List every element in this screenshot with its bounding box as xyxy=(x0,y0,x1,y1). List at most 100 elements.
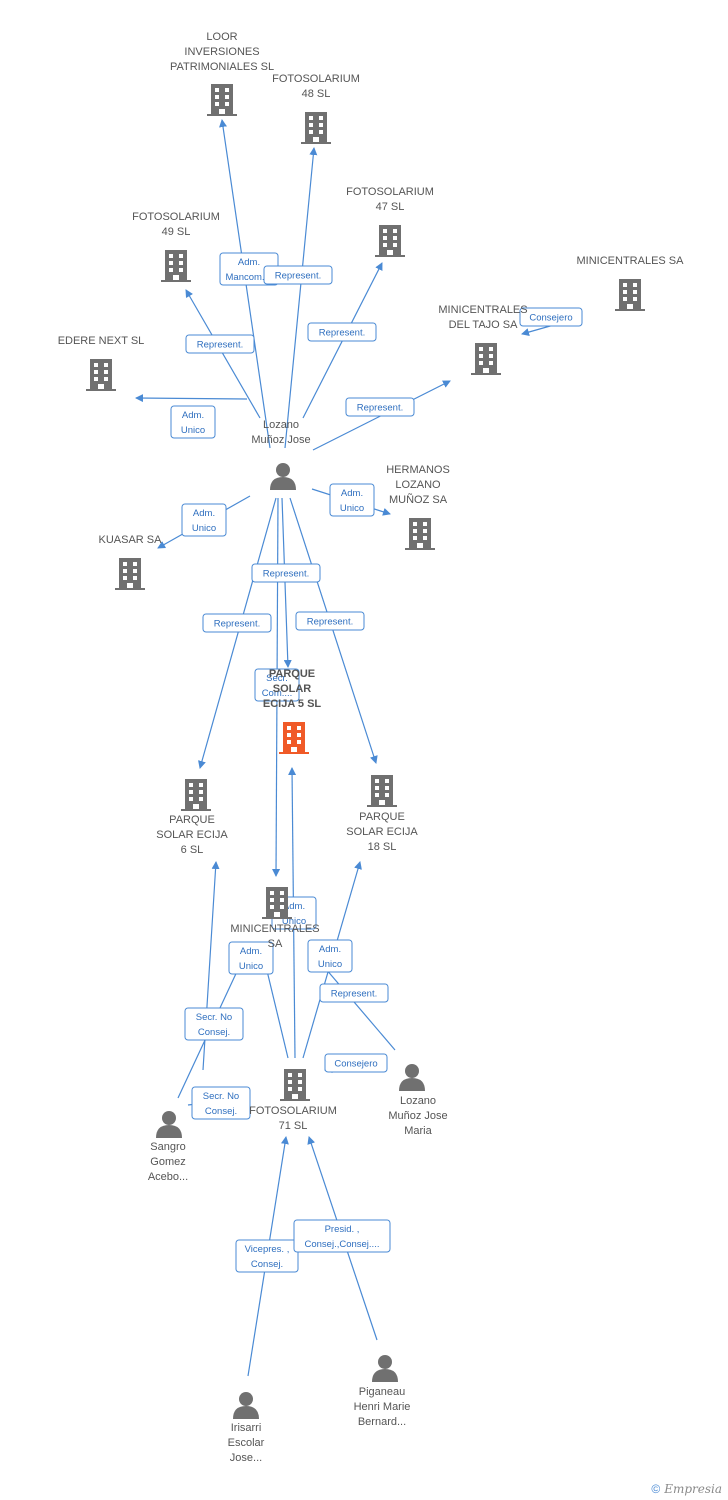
relation-r16[interactable]: Adm.Unico xyxy=(307,939,353,973)
node-label-line: FOTOSOLARIUM xyxy=(272,73,360,85)
footer-brand: ©Empresia xyxy=(651,1482,722,1496)
relation-label: Consej. xyxy=(198,1027,230,1038)
relation-box xyxy=(251,563,321,583)
node-label-line: SOLAR ECIJA xyxy=(156,829,228,841)
relation-box xyxy=(191,1086,251,1120)
node-label-line: Maria xyxy=(404,1125,432,1137)
relation-label: Secr. No xyxy=(196,1012,232,1023)
relation-label: Represent. xyxy=(263,569,309,580)
relation-r8[interactable]: Adm.Unico xyxy=(181,503,227,537)
relation-r22[interactable]: Presid. ,Consej.,Consej.... xyxy=(293,1219,391,1253)
node-label-line: KUASAR SA xyxy=(99,534,163,546)
relation-r4[interactable]: Represent. xyxy=(185,334,255,354)
person-icon xyxy=(372,1355,398,1382)
relation-label: Adm. xyxy=(193,508,215,519)
relation-box xyxy=(295,611,365,631)
node-label-line: Henri Marie xyxy=(354,1401,411,1413)
node-label: EDERE NEXT SL xyxy=(58,335,145,347)
node-foto71[interactable]: FOTOSOLARIUM 71 SL xyxy=(249,1069,337,1132)
relation-label: Unico xyxy=(340,503,364,514)
relation-r18[interactable]: Secr. No Consej. xyxy=(184,1007,244,1041)
person-icon xyxy=(399,1064,425,1091)
relation-r17[interactable]: Represent. xyxy=(319,983,389,1003)
node-label-line: MINICENTRALES SA xyxy=(577,255,685,267)
node-label-line: PATRIMONIALES SL xyxy=(170,61,274,73)
relation-label: Represent. xyxy=(214,619,260,630)
relation-box xyxy=(254,668,300,702)
node-edere[interactable]: EDERE NEXT SL xyxy=(58,335,145,391)
relation-r13[interactable]: Secr.Com.... xyxy=(254,668,300,702)
node-label-line: SA xyxy=(268,938,283,950)
relation-r3[interactable]: Represent. xyxy=(307,322,377,342)
relation-r5[interactable]: Consejero xyxy=(519,307,583,327)
person-icon xyxy=(233,1392,259,1419)
edge-line xyxy=(198,497,277,769)
node-minicentrales[interactable]: MINICENTRALES SA xyxy=(577,255,685,311)
relation-r9[interactable]: Adm.Unico xyxy=(329,483,375,517)
relation-r2[interactable]: Represent. xyxy=(263,265,333,285)
node-label-line: Muñoz Jose xyxy=(251,434,310,446)
node-label-line: Acebo... xyxy=(148,1171,188,1183)
relation-r11[interactable]: Represent. xyxy=(202,613,272,633)
building-icon xyxy=(367,775,397,807)
node-label: MINICENTRALES SA xyxy=(577,255,685,267)
relation-label: Presid. , xyxy=(325,1224,360,1235)
building-icon xyxy=(161,250,191,282)
relation-label: Adm. xyxy=(238,257,260,268)
relation-box xyxy=(263,265,333,285)
edge-line xyxy=(284,147,318,449)
relation-r21[interactable]: Vicepres. ,Consej. xyxy=(235,1239,299,1273)
node-label-line: PARQUE xyxy=(169,814,215,826)
relation-box xyxy=(319,983,389,1003)
relation-r6[interactable]: Represent. xyxy=(345,397,415,417)
relation-r15[interactable]: Adm.Unico xyxy=(228,941,274,975)
relation-label: Mancom.... xyxy=(226,272,273,283)
relation-box xyxy=(307,322,377,342)
node-label-line: 47 SL xyxy=(376,201,405,213)
node-kuasar[interactable]: KUASAR SA xyxy=(99,534,163,590)
relation-box xyxy=(202,613,272,633)
person-icon xyxy=(270,463,296,490)
relation-label: Adm. xyxy=(319,944,341,955)
relation-label: Secr. xyxy=(266,673,288,684)
relation-r7[interactable]: Adm.Unico xyxy=(170,405,216,439)
node-label-line: LOOR xyxy=(206,31,237,43)
relation-r12[interactable]: Represent. xyxy=(295,611,365,631)
relation-label: Vicepres. , xyxy=(245,1244,290,1255)
relation-label: Adm. xyxy=(182,410,204,421)
relation-box xyxy=(307,939,353,973)
node-label-line: Muñoz Jose xyxy=(388,1110,447,1122)
node-label-line: ECIJA 5 SL xyxy=(263,698,322,710)
relation-box xyxy=(519,307,583,327)
building-icon xyxy=(86,359,116,391)
building-icon xyxy=(615,279,645,311)
node-label-line: 71 SL xyxy=(279,1120,308,1132)
relation-r10[interactable]: Represent. xyxy=(251,563,321,583)
relation-box xyxy=(293,1219,391,1253)
relation-r19[interactable]: Consejero xyxy=(324,1053,388,1073)
relation-box xyxy=(181,503,227,537)
node-label-line: FOTOSOLARIUM xyxy=(249,1105,337,1117)
